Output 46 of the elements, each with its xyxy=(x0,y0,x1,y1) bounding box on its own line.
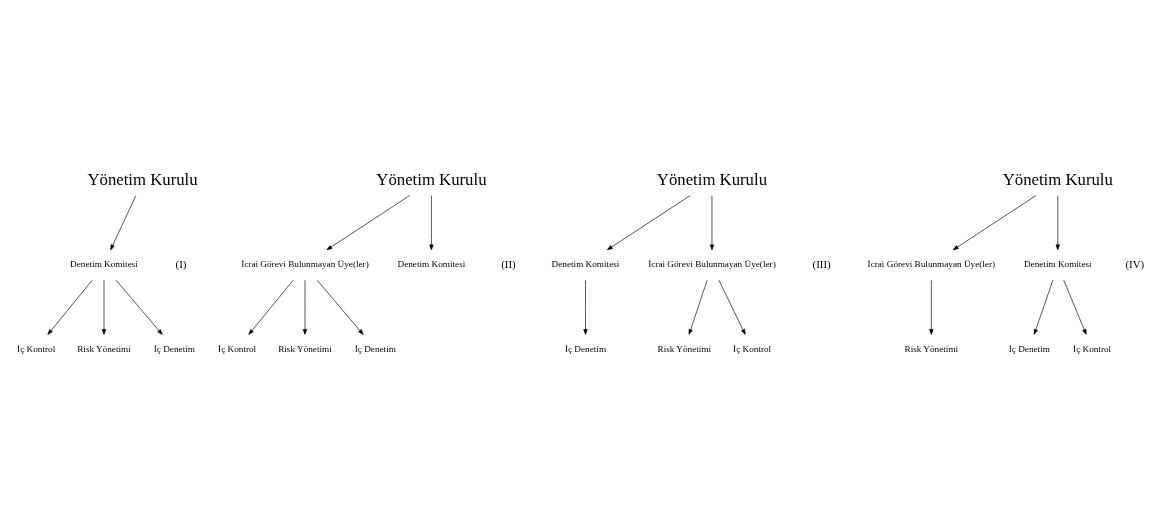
arrow xyxy=(1063,279,1087,335)
node-text: Denetim Komitesi xyxy=(551,258,620,269)
arrow xyxy=(583,279,588,335)
label: (II) xyxy=(501,257,516,270)
node-text: İcrai Görevi Bulunmayan Üye(ler) xyxy=(867,258,996,269)
arrow xyxy=(47,279,93,335)
node-text: Risk Yönetimi xyxy=(77,343,131,354)
node-text: Risk Yönetimi xyxy=(657,343,712,354)
label: (III) xyxy=(812,257,831,270)
arrow xyxy=(688,279,708,335)
node-text: Yönetim Kurulu xyxy=(376,169,487,189)
arrow xyxy=(718,279,746,335)
arrow xyxy=(1055,194,1060,250)
arrow xyxy=(952,194,1037,250)
node-text: Yönetim Kurulu xyxy=(656,169,768,189)
node-text: İç Denetim xyxy=(153,343,195,354)
arrow xyxy=(607,194,691,250)
arrow xyxy=(316,279,364,335)
label: (IV) xyxy=(1125,257,1145,270)
node-text: İcrai Görevi Bulunmayan Üye(ler) xyxy=(648,258,776,269)
node-text: İç Denetim xyxy=(1008,343,1050,354)
label: (I) xyxy=(175,257,187,270)
arrow xyxy=(302,279,308,335)
arrow xyxy=(429,194,434,250)
arrow xyxy=(110,194,137,250)
arrow xyxy=(1033,279,1054,335)
node-text: İç Kontrol xyxy=(218,343,257,354)
arrow xyxy=(248,279,294,335)
arrow xyxy=(101,279,107,335)
arrow xyxy=(929,279,934,335)
node-text: İcrai Görevi Bulunmayan Üye(ler) xyxy=(241,258,369,269)
arrow xyxy=(709,194,715,250)
node-text: İç Kontrol xyxy=(733,343,772,354)
node-text: İç Denetim xyxy=(564,343,607,354)
node-text: Risk Yönetimi xyxy=(278,343,332,354)
node-text: İç Kontrol xyxy=(1073,343,1112,354)
node-text: Yönetim Kurulu xyxy=(87,169,198,189)
arrow xyxy=(115,279,163,335)
node-text: Yönetim Kurulu xyxy=(1002,169,1113,189)
node-text: İç Denetim xyxy=(354,343,396,354)
node-text: Denetim Komitesi xyxy=(397,258,466,269)
node-text: Denetim Komitesi xyxy=(70,258,138,269)
node-text: Denetim Komitesi xyxy=(1023,258,1092,269)
arrow xyxy=(326,194,410,250)
node-text: İç Kontrol xyxy=(17,343,56,354)
node-text: Risk Yönetimi xyxy=(904,343,959,354)
